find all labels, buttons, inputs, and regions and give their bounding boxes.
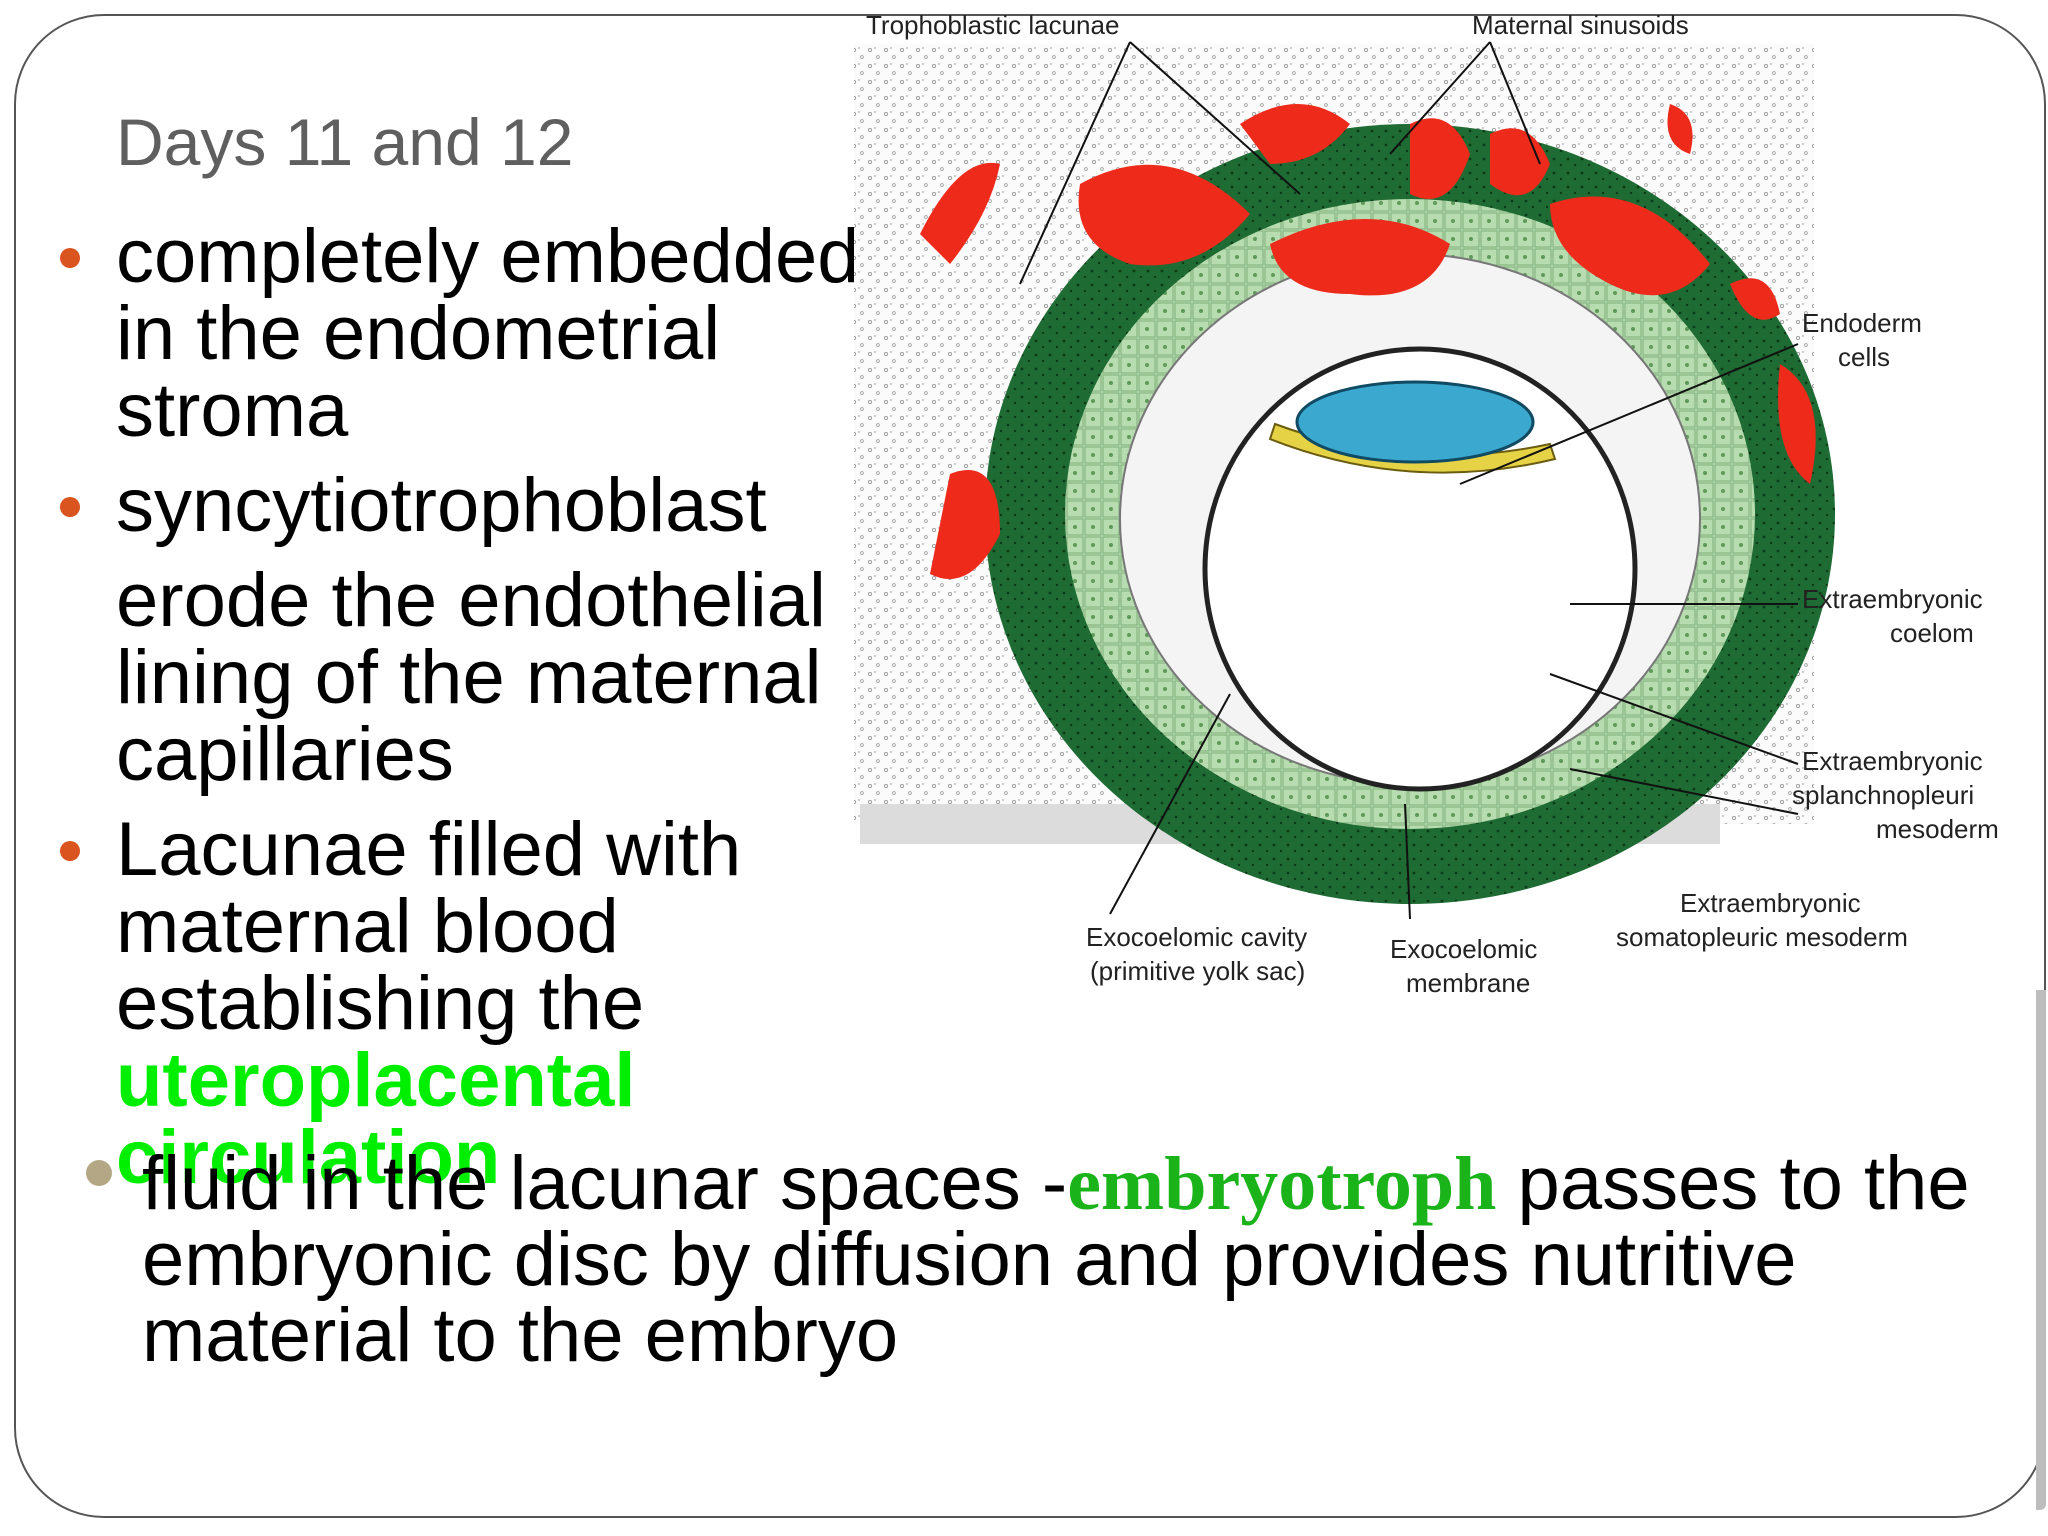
label-mesoderm: mesoderm (1876, 814, 1999, 844)
bullet-dot-icon (86, 1160, 112, 1186)
label-coelom: coelom (1890, 618, 1974, 648)
lacuna (1240, 104, 1350, 164)
slide-shadow (2036, 990, 2046, 1510)
leader-lines (1019, 41, 1799, 920)
label-exocoelomic-membrane: Exocoelomic (1390, 934, 1537, 964)
label-endoderm: Endoderm (1802, 308, 1922, 338)
lacuna (1778, 364, 1816, 484)
implantation-diagram: Trophoblastic lacunae Maternal sinusoids… (854, 14, 1999, 998)
bullet-lead: Lacunae filled with maternal blood estab… (116, 807, 742, 1046)
slide-title: Days 11 and 12 (116, 105, 574, 179)
lacuna (1270, 219, 1450, 296)
label-extraembryonic-coelom: Extraembryonic (1802, 584, 1983, 614)
label-extraembryonic-somato: Extraembryonic (1680, 888, 1861, 918)
highlight-text: uteroplacental circulation (116, 1038, 636, 1200)
bottom-bullet: fluid in the lacunar spaces -embryotroph… (86, 1146, 2002, 1374)
bullet-dot-icon (60, 841, 80, 861)
label-membrane: membrane (1406, 968, 1530, 998)
lacuna (1730, 278, 1780, 320)
bullet-text: completely embedded in the endometrial s… (116, 214, 860, 453)
label-splanchnopleuric: splanchnopleuri (1792, 780, 1974, 810)
epiblast (1295, 380, 1535, 464)
bullet-item: Lacunae filled with maternal blood estab… (60, 811, 876, 1196)
bullet-item: syncytiotrophoblast (60, 467, 876, 544)
label-primitive-yolk-sac: (primitive yolk sac) (1090, 956, 1305, 986)
lacuna (1078, 164, 1250, 266)
bullet-continuation: erode the endothelial lining of the mate… (116, 558, 826, 797)
bottom-text-part2: passes to the embryonic disc by diffusio… (142, 1141, 1970, 1378)
lacuna (920, 162, 1000, 264)
bullet-dot-icon (60, 248, 80, 268)
label-trophoblastic-lacunae: Trophoblastic lacunae (866, 14, 1119, 40)
embryotroph-highlight: embryotroph (1067, 1142, 1497, 1226)
bullet-item: completely embedded in the endometrial s… (60, 218, 876, 449)
label-exocoelomic-cavity: Exocoelomic cavity (1086, 922, 1307, 952)
lacuna (1410, 118, 1470, 199)
label-somatopleuric: somatopleuric mesoderm (1616, 922, 1908, 952)
lacuna (930, 470, 1000, 579)
bottom-text-part1: fluid in the lacunar spaces - (142, 1141, 1068, 1226)
label-endoderm-cells: cells (1838, 342, 1890, 372)
label-extraembryonic-splanch: Extraembryonic (1802, 746, 1983, 776)
bullet-dot-icon (60, 497, 80, 517)
lacuna (1490, 128, 1550, 196)
label-maternal-sinusoids: Maternal sinusoids (1472, 14, 1689, 40)
lacuna (1550, 196, 1710, 296)
lacuna (1667, 104, 1693, 154)
bullet-list: completely embedded in the endometrial s… (60, 218, 876, 1196)
bullet-lead: syncytiotrophoblast (116, 463, 767, 548)
